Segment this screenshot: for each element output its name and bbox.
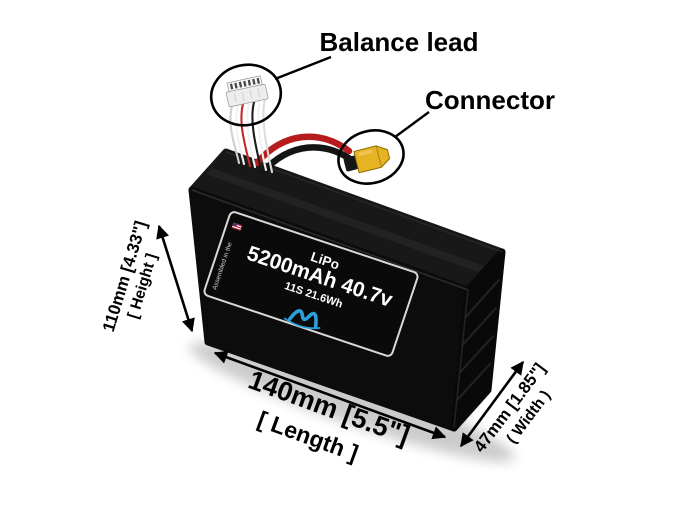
balance-wire (257, 98, 268, 172)
balance-wire (235, 103, 246, 166)
connector-pointer-line (394, 111, 430, 138)
connector-callout: Connector (337, 85, 555, 185)
balance-wire (240, 102, 252, 168)
xt60-connector (343, 145, 391, 174)
xt60-highlight (357, 149, 373, 157)
balance-wire (262, 97, 274, 174)
balance-wire (246, 101, 257, 169)
xt60-seam (375, 145, 382, 168)
balance-connector-slots (233, 88, 261, 103)
balance-connector (225, 75, 269, 108)
connector-circle (337, 129, 405, 185)
battery-top-sheen (206, 168, 484, 272)
connector-label: Connector (425, 85, 555, 115)
balance-wire (251, 100, 263, 171)
battery-edge-highlight (191, 189, 469, 291)
xt60-heatshrink (343, 155, 359, 172)
length-arrow (213, 350, 447, 440)
balance-connector-pins (229, 77, 260, 90)
us-flag-icon (231, 222, 243, 231)
balance-lead-label: Balance lead (320, 27, 479, 57)
balance-wire (229, 104, 241, 165)
power-wires (253, 133, 357, 176)
height-dimension: 110mm [4.33"] [ Height ] (99, 219, 195, 334)
battery-edge-highlight (453, 289, 469, 429)
battery-label: LiPo 5200mAh 40.7v 11S 21.6Wh Assembled … (203, 211, 419, 357)
balance-connector-body (225, 83, 269, 108)
height-arrow (156, 224, 195, 333)
width-arrow (459, 360, 525, 448)
balance-lead-pointer-line (274, 55, 332, 81)
balance-wires (229, 97, 274, 174)
balance-lead-circle (209, 63, 283, 127)
power-wire-red (253, 133, 353, 167)
balance-lead-callout: Balance lead (209, 27, 479, 127)
power-wire-black (259, 144, 357, 176)
xt60-body (353, 145, 391, 174)
brand-logo (283, 309, 321, 330)
